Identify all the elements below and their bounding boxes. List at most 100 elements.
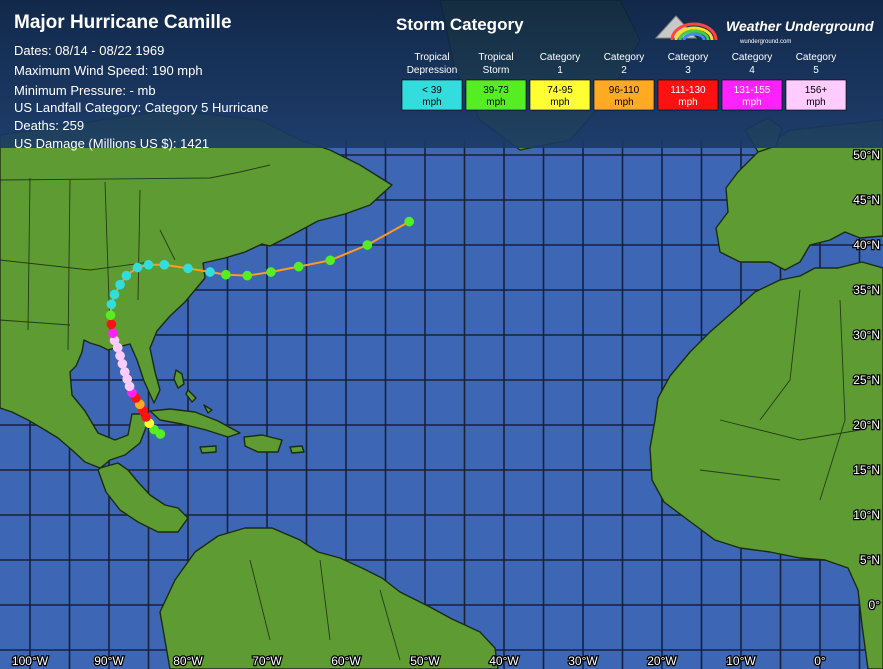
track-point: [119, 367, 130, 377]
longitude-label: 70°W: [252, 654, 282, 668]
storm-info-panel: Major Hurricane Camille Dates: 08/14 - 0…: [14, 12, 268, 151]
legend-entry-label: 4: [749, 65, 755, 76]
legend-swatch: [465, 79, 527, 111]
brand-logo: Weather Underground wunderground.com: [654, 15, 874, 45]
legend-range: 111-130: [670, 85, 706, 96]
latitude-label: 25°N: [853, 373, 880, 387]
africa-land: [649, 261, 883, 669]
storm-damage: US Damage (Millions US $): 1421: [14, 136, 209, 151]
legend-range-unit: mph: [422, 97, 441, 108]
legend-range-unit: mph: [486, 97, 505, 108]
legend-swatch: [657, 79, 719, 111]
legend-range-unit: mph: [614, 97, 633, 108]
latitude-label: 35°N: [853, 283, 880, 297]
legend-entry-label: Category: [540, 52, 581, 63]
longitude-label: 10°W: [726, 654, 756, 668]
legend-entry-label: Category: [668, 52, 709, 63]
storm-min-pressure: Minimum Pressure: - mb: [14, 83, 156, 98]
legend-swatch: [401, 79, 463, 111]
south-america-land: [159, 527, 499, 669]
legend-entry-label: Category: [732, 52, 773, 63]
latitude-label: 5°N: [860, 553, 880, 567]
latitude-label: 20°N: [853, 418, 880, 432]
track-point: [115, 279, 125, 290]
longitude-label: 90°W: [94, 654, 124, 668]
legend-entry-label: Depression: [407, 65, 458, 76]
legend-range: 96-110: [609, 85, 640, 96]
track-point: [106, 299, 117, 310]
storm-title: Major Hurricane Camille: [14, 12, 232, 33]
brand-name: Weather Underground: [726, 18, 874, 34]
latitude-label: 45°N: [853, 193, 880, 207]
latitude-label: 30°N: [853, 328, 880, 342]
storm-track-points: [105, 216, 415, 439]
legend-title: Storm Category: [396, 15, 524, 34]
north-america-land: [0, 109, 393, 533]
track-point: [205, 267, 215, 277]
bahamas-land: [173, 369, 213, 414]
track-point: [121, 270, 132, 281]
legend-swatch: [529, 79, 591, 111]
track-point: [115, 350, 125, 361]
track-point: [159, 259, 170, 270]
legend-entry-label: 1: [557, 65, 563, 76]
header-band: [0, 0, 883, 148]
track-point: [221, 269, 231, 280]
latitude-labels: 50°N45°N40°N35°N30°N25°N20°N15°N10°N5°N0…: [852, 147, 882, 614]
legend-entry-label: Tropical: [414, 52, 449, 63]
longitude-label: 50°W: [410, 654, 440, 668]
track-point: [183, 263, 193, 274]
track-point: [362, 240, 373, 250]
track-point: [109, 289, 120, 300]
legend-range-unit: mph: [742, 97, 761, 108]
longitude-label: 40°W: [489, 654, 519, 668]
cuba-land: [149, 408, 241, 438]
longitude-label: 100°W: [12, 654, 49, 668]
track-point: [106, 319, 117, 330]
legend-swatch: [593, 79, 655, 111]
political-borders: [0, 164, 861, 661]
storm-dates: Dates: 08/14 - 08/22 1969: [14, 43, 164, 58]
track-point: [242, 270, 253, 281]
legend-range: < 39: [422, 85, 442, 96]
legend-entry-label: Category: [796, 52, 837, 63]
europe-land: [715, 119, 883, 271]
storm-landfall: US Landfall Category: Category 5 Hurrica…: [14, 100, 268, 115]
legend-range: 39-73: [483, 85, 509, 96]
puerto-rico-land: [289, 445, 305, 454]
track-point: [293, 261, 304, 272]
legend-entry: Category 5 156+mph: [785, 52, 847, 111]
track-point: [404, 216, 415, 227]
brand-url: wunderground.com: [739, 39, 791, 45]
track-point: [143, 259, 154, 270]
legend-range-unit: mph: [806, 97, 825, 108]
track-point: [117, 358, 128, 369]
legend-entry-label: Category: [604, 52, 645, 63]
legend-entry-label: Storm: [483, 65, 510, 76]
storm-deaths: Deaths: 259: [14, 118, 84, 133]
legend-range: 156+: [805, 85, 828, 96]
legend-entry-label: 5: [813, 65, 819, 76]
track-point: [266, 267, 276, 277]
longitude-label: 20°W: [647, 654, 677, 668]
legend-entry-label: 3: [685, 65, 691, 76]
legend-entry-label: Tropical: [478, 52, 513, 63]
latitude-label: 10°N: [853, 508, 880, 522]
hispaniola-land: [243, 434, 283, 453]
latitude-label: 0°: [869, 598, 881, 612]
rainbow-logo-icon: [670, 22, 718, 41]
legend-range: 131-155: [734, 85, 771, 96]
latitude-label: 15°N: [853, 463, 880, 477]
longitude-label: 0°: [814, 654, 826, 668]
track-point: [132, 262, 143, 273]
latitude-label: 40°N: [853, 238, 880, 252]
